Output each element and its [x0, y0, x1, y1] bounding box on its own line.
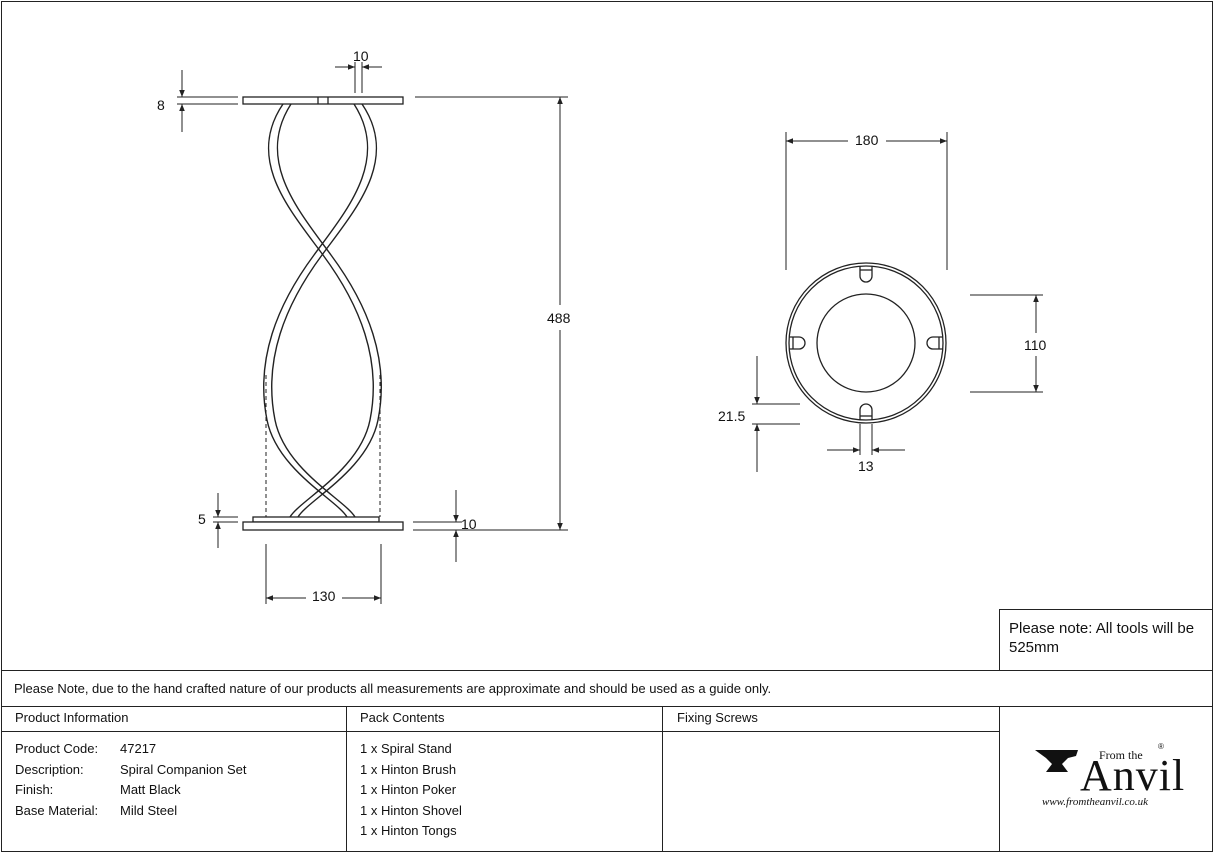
dim-label-base-thickness: 5: [198, 511, 206, 527]
spiral-strand-a: [267, 103, 374, 518]
dim-label-inner-diameter: 110: [1024, 337, 1047, 353]
slot-right: [926, 336, 943, 350]
product-code-label: Product Code:: [15, 741, 99, 756]
dim-label-top-gap: 10: [353, 48, 369, 64]
dim-inner-diameter: [970, 294, 1043, 393]
description-label: Description:: [15, 761, 84, 777]
plate-outer-circle: [785, 262, 947, 424]
pack-item: 1 x Hinton Brush: [360, 761, 457, 777]
plate-inner-circle: [816, 293, 916, 393]
dim-top-gap: [335, 62, 382, 93]
plan-view: [785, 262, 947, 424]
slot-bottom: [859, 403, 873, 420]
pack-contents-list: 1 x Spiral Stand 1 x Hinton Brush 1 x Hi…: [360, 741, 462, 844]
top-plate: [242, 96, 404, 105]
pack-item: 1 x Hinton Shovel: [360, 802, 462, 818]
column-divider-3: [999, 706, 1000, 851]
dim-slot-width: [827, 424, 905, 455]
base-material-value: Mild Steel: [120, 802, 178, 818]
finish-label: Finish:: [15, 782, 54, 797]
description-value: Spiral Companion Set: [120, 761, 247, 777]
column-divider-2: [662, 706, 663, 851]
dim-top-thickness: [177, 70, 238, 132]
anvil-icon: [1035, 750, 1078, 772]
pack-item: 1 x Hinton Poker: [360, 782, 457, 797]
slot-top: [859, 266, 873, 283]
dim-label-top-thickness: 8: [157, 97, 165, 113]
from-the-anvil-logo: From the ® Anvil www.fromtheanvil.co.uk: [1032, 742, 1192, 822]
disclaimer-text: Please Note, due to the hand crafted nat…: [14, 681, 772, 696]
base-step: [252, 516, 380, 523]
pack-item: 1 x Spiral Stand: [360, 741, 452, 756]
pack-contents-header: Pack Contents: [360, 710, 445, 725]
product-info-values: 47217 Spiral Companion Set Matt Black Mi…: [120, 741, 246, 823]
drawing-canvas: [177, 62, 1043, 604]
pack-item: 1 x Hinton Tongs: [360, 823, 457, 838]
base-material-label: Base Material:: [15, 802, 99, 818]
logo-registered-mark: ®: [1158, 742, 1164, 751]
disclaimer-divider: [1, 706, 1213, 707]
dim-label-slot-width: 13: [858, 458, 874, 474]
finish-value: Matt Black: [120, 782, 181, 797]
tool-length-note: Please note: All tools will be 525mm: [999, 609, 1212, 670]
column-divider-1: [346, 706, 347, 851]
slot-left: [789, 336, 806, 350]
dim-overall-height: [415, 96, 568, 531]
base-plate: [242, 521, 404, 531]
product-info-labels: Product Code: Description: Finish: Base …: [15, 741, 98, 823]
logo-name: Anvil: [1080, 751, 1186, 800]
dim-base-offset: [413, 490, 462, 562]
table-top-border: [1, 670, 1213, 671]
dim-label-plate-diameter: 180: [855, 132, 879, 148]
logo-url: www.fromtheanvil.co.uk: [1042, 796, 1149, 808]
dim-base-thickness: [213, 493, 238, 548]
dim-label-overall-height: 488: [547, 310, 571, 326]
dim-label-base-span: 130: [312, 588, 336, 604]
product-code-value: 47217: [120, 741, 157, 756]
dim-plate-diameter: [785, 132, 948, 270]
dim-label-base-offset: 10: [461, 516, 477, 532]
logo-from-the: From the: [1099, 748, 1143, 762]
side-elevation-view: [242, 96, 404, 531]
header-divider: [1, 731, 999, 732]
dim-label-slot-offset: 21.5: [718, 408, 746, 424]
fixing-screws-header: Fixing Screws: [677, 710, 758, 725]
spiral-strand-b: [271, 103, 378, 518]
product-information-header: Product Information: [15, 710, 129, 725]
dim-slot-offset: [752, 356, 800, 472]
dim-base-span: [265, 544, 382, 604]
